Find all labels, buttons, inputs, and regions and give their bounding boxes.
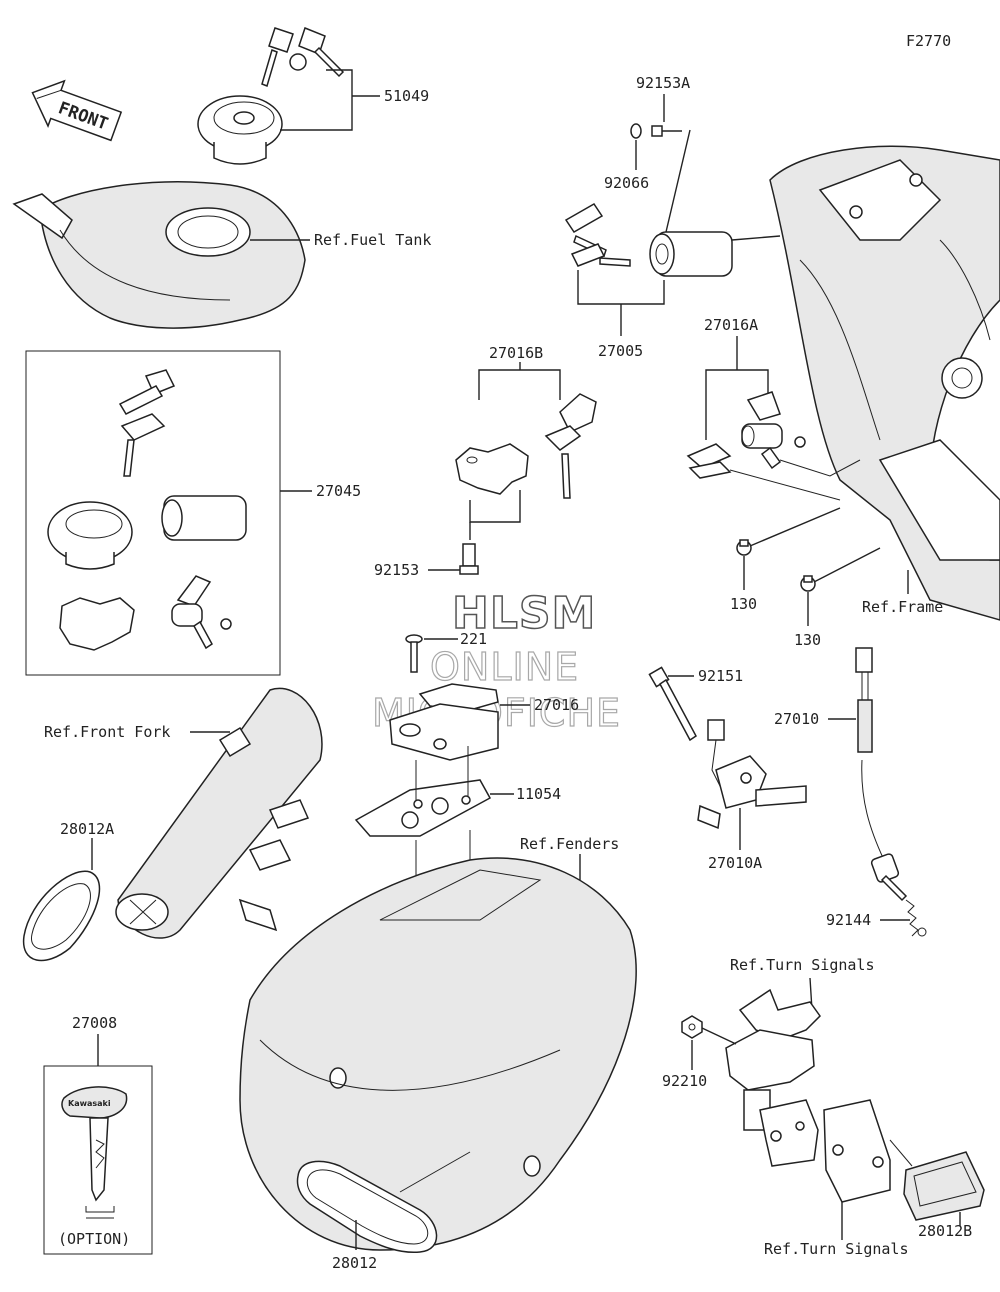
figure-code: F2770 [906, 32, 951, 50]
label-92151: 92151 [698, 667, 743, 685]
bolt-92153-drawing [459, 543, 479, 575]
key-27008-drawing: Kawasaki [61, 1086, 128, 1219]
label-27045: 27045 [316, 482, 361, 500]
key-brand-logo: Kawasaki [68, 1099, 111, 1108]
label-ref-front-fork: Ref.Front Fork [44, 723, 170, 741]
label-92210: 92210 [662, 1072, 707, 1090]
label-28012a: 28012A [60, 820, 114, 838]
watermark-line2: ONLINE [430, 645, 579, 689]
label-221: 221 [460, 630, 487, 648]
label-option: (OPTION) [58, 1230, 130, 1248]
turn-signal-bracket-drawing [725, 988, 891, 1203]
screw-221-drawing [405, 634, 423, 673]
kit-27045-drawing [47, 369, 247, 651]
key-27008-box [43, 1065, 153, 1255]
fuel-cap-keys-drawing [197, 27, 345, 165]
label-27008: 27008 [72, 1014, 117, 1032]
rear-fender-drawing [239, 857, 637, 1251]
seat-lock-27016-drawing [389, 683, 499, 761]
label-130-b: 130 [794, 631, 821, 649]
label-11054: 11054 [516, 785, 561, 803]
front-fork-drawing [115, 687, 323, 939]
reflector-28012-drawing [296, 1160, 438, 1254]
label-27005: 27005 [598, 342, 643, 360]
label-92153: 92153 [374, 561, 419, 579]
reflector-28012a-drawing [22, 870, 101, 962]
leader-51049 [280, 69, 353, 131]
bolt-130-a-drawing [736, 539, 752, 556]
label-92153a: 92153A [636, 74, 690, 92]
switch-27010-drawing [855, 647, 908, 902]
leader-27016b [478, 369, 561, 400]
leader-27005 [577, 270, 665, 305]
bracket-11054-drawing [354, 779, 492, 837]
lock-27016b-drawing [455, 393, 597, 499]
label-ref-frame: Ref.Frame [862, 598, 943, 616]
label-27016b: 27016B [489, 344, 543, 362]
kit-27045-box [25, 350, 281, 676]
label-92066: 92066 [604, 174, 649, 192]
front-arrow-icon: FRONT [31, 79, 123, 142]
label-ref-turn-signals-top: Ref.Turn Signals [730, 956, 875, 974]
spring-92144-drawing [905, 899, 927, 937]
label-28012b: 28012B [918, 1222, 972, 1240]
label-27010a: 27010A [708, 854, 762, 872]
label-ref-fuel-tank: Ref.Fuel Tank [314, 231, 431, 249]
label-28012: 28012 [332, 1254, 377, 1272]
label-27016a: 27016A [704, 316, 758, 334]
switch-27010a-drawing [697, 719, 807, 830]
label-51049: 51049 [384, 87, 429, 105]
bolt-130-b-drawing [800, 575, 816, 592]
watermark-line1: HLSM [452, 588, 596, 639]
label-92144: 92144 [826, 911, 871, 929]
label-ref-fenders: Ref.Fenders [520, 835, 619, 853]
fuel-tank-drawing [12, 181, 306, 329]
bolt-92151-drawing [648, 666, 697, 742]
screw-92153a-drawing [630, 123, 682, 139]
nut-92210-drawing [681, 1015, 703, 1039]
label-27010: 27010 [774, 710, 819, 728]
frame-drawing [769, 145, 1000, 621]
lock-27016a-drawing [686, 391, 806, 479]
ignition-switch-27005-drawing [564, 203, 733, 277]
label-ref-turn-signals-bottom: Ref.Turn Signals [764, 1240, 909, 1258]
label-27016: 27016 [534, 696, 579, 714]
reflector-28012b-drawing [903, 1151, 985, 1221]
label-130-a: 130 [730, 595, 757, 613]
